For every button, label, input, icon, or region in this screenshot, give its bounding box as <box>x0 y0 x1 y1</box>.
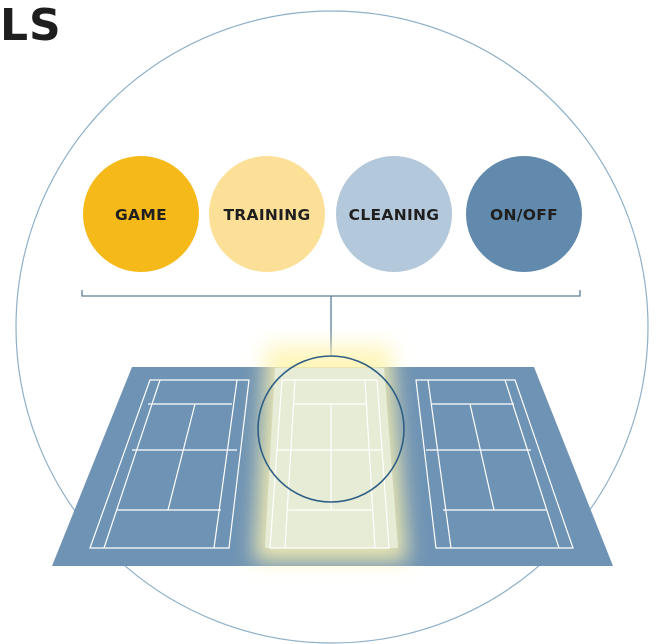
court-left-sideline-1 <box>103 379 161 549</box>
court-right-sideline-1 <box>427 379 452 549</box>
bracket-line <box>81 290 581 297</box>
court-middle-sideline-2 <box>364 379 376 549</box>
mode-onoff-button[interactable]: ON/OFF <box>466 156 582 272</box>
mode-training-button[interactable]: TRAINING <box>209 156 325 272</box>
court-right-outline <box>415 379 574 549</box>
court-right-centerline <box>469 403 495 511</box>
court-left-centerline <box>167 403 196 511</box>
page-title: LS <box>0 0 62 51</box>
court-left-outline <box>89 379 250 549</box>
court-right <box>415 379 574 549</box>
mode-game-circle <box>83 156 199 272</box>
selection-circle <box>257 355 405 503</box>
mode-cleaning-button[interactable]: CLEANING <box>336 156 452 272</box>
court-right-sideline-2 <box>504 379 560 549</box>
court-middle <box>269 379 390 549</box>
mode-game-label: GAME <box>115 206 167 224</box>
mode-training-label: TRAINING <box>223 206 310 224</box>
mode-game-button[interactable]: GAME <box>83 156 199 272</box>
mode-onoff-label: ON/OFF <box>490 206 558 224</box>
court-middle-sideline-1 <box>284 379 296 549</box>
mode-cleaning-label: CLEANING <box>349 206 440 224</box>
mode-cleaning-circle <box>336 156 452 272</box>
court-left-sideline-2 <box>213 379 238 549</box>
mode-onoff-circle <box>466 156 582 272</box>
outer-circle <box>15 10 649 644</box>
court-left <box>89 379 250 549</box>
mode-training-circle <box>209 156 325 272</box>
mode-buttons: GAME TRAINING CLEANING ON/OFF <box>83 156 582 272</box>
court-middle-outline <box>269 379 390 549</box>
